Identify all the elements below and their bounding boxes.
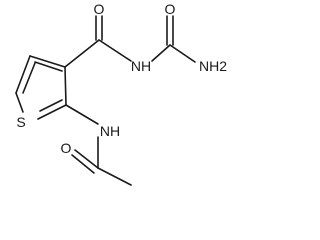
bond-ring-2 — [64, 66, 67, 106]
bond-acetyl-methyl — [97, 167, 132, 186]
atom-nh-imide: NH — [131, 58, 151, 74]
bond-ring-3 — [37, 104, 67, 120]
bond-ring-4 — [15, 55, 31, 94]
bond-ring-1-inner — [34, 61, 63, 72]
atom-s: S — [16, 114, 25, 130]
bond-ring-5 — [15, 92, 24, 113]
bond-acetyl-o-1 — [74, 149, 99, 169]
atom-o-carbonyl: O — [94, 1, 105, 17]
bond-nh-urea-c — [151, 44, 171, 62]
atom-o-urea: O — [165, 1, 176, 17]
atom-nh-acetamide: NH — [100, 123, 120, 139]
bond-urea-nh2 — [169, 44, 196, 63]
atom-nh2: NH2 — [199, 58, 227, 74]
bond-c3-carbonyl — [64, 39, 100, 68]
bond-acetyl-o-2 — [71, 154, 95, 174]
structure-diagram: O O NH NH2 S NH O — [15, 1, 227, 186]
bond-ring-3-inner — [39, 99, 63, 112]
bond-ring-4-inner — [22, 62, 36, 94]
bond-carbonyl-nh — [98, 39, 132, 62]
atom-o-acetyl: O — [61, 140, 72, 156]
bond-c2-nh — [65, 104, 99, 125]
bond-ring-1 — [29, 55, 66, 68]
